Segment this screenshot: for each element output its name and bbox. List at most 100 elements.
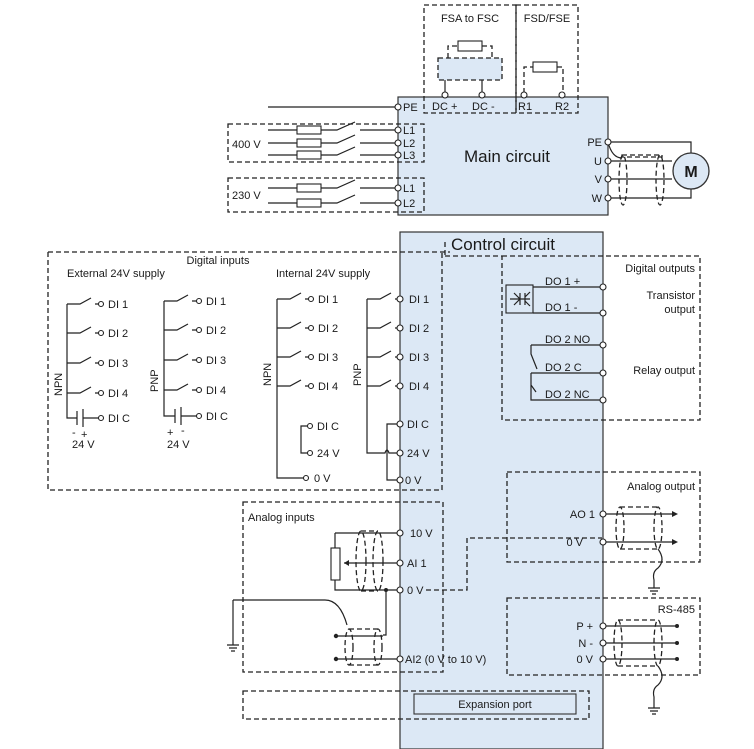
ext-npn-minus: - xyxy=(72,427,76,439)
int-npn-24v: 24 V xyxy=(317,448,340,460)
do2-nc-label: DO 2 NC xyxy=(545,389,590,401)
brake-module xyxy=(437,57,503,81)
ai2-label: AI2 (0 V to 10 V) xyxy=(405,654,486,666)
internal-supply-label: Internal 24V supply xyxy=(276,268,371,280)
ctrl-0v: 0 V xyxy=(405,475,422,487)
ext-npn-di1: DI 1 xyxy=(108,299,128,311)
expansion-group xyxy=(242,690,590,720)
digital-inputs-title: Digital inputs xyxy=(187,255,250,267)
terminal-400-l3 xyxy=(394,151,402,159)
ai-0v-label: 0 V xyxy=(407,585,424,597)
ext-pnp-dic: DI C xyxy=(206,411,228,423)
digital-outputs-group xyxy=(501,255,701,421)
terminal-dc-minus xyxy=(478,91,486,99)
digital-output-wiring xyxy=(530,286,602,401)
dc-wires xyxy=(444,80,483,93)
terminal-400-l1 xyxy=(394,126,402,134)
ext-npn-terminals xyxy=(97,300,105,422)
control-circuit-title: Control circuit xyxy=(451,235,555,254)
control-title-dash xyxy=(444,242,502,257)
terminal-400-l2 xyxy=(394,139,402,147)
int-npn-terminals xyxy=(302,295,315,482)
fsa-resistor xyxy=(457,40,483,52)
pe-label: PE xyxy=(403,102,418,114)
rs485-terminals xyxy=(599,622,607,663)
expansion-port-label: Expansion port xyxy=(458,699,531,711)
motor-u-label: U xyxy=(594,156,602,168)
ai-10v-label: 10 V xyxy=(410,528,433,540)
terminal-230-l2 xyxy=(394,199,402,207)
ext-pnp-di3: DI 3 xyxy=(206,355,226,367)
transistor-output-label-1: Transistor xyxy=(647,290,696,302)
terminal-ao1 xyxy=(599,510,607,518)
control-circuit-block xyxy=(399,231,604,749)
motor-v-label: V xyxy=(595,174,603,186)
ext-pnp-terminals xyxy=(195,297,203,420)
fsa-fsc-group xyxy=(423,4,517,114)
main-circuit-block xyxy=(397,96,609,216)
ctrl-di4: DI 4 xyxy=(409,381,429,393)
r2-label: R2 xyxy=(555,101,569,113)
int-npn-dic: DI C xyxy=(317,421,339,433)
external-npn-wiring xyxy=(66,297,99,427)
supply-230v-group xyxy=(227,177,425,213)
ext-pnp-di4: DI 4 xyxy=(206,385,226,397)
ctrl-di2: DI 2 xyxy=(409,323,429,335)
terminal-230-l1 xyxy=(394,184,402,192)
int-npn-di4: DI 4 xyxy=(318,381,338,393)
rs485-wiring xyxy=(603,619,679,715)
ext-npn-24v: 24 V xyxy=(72,439,95,451)
int-npn-di3: DI 3 xyxy=(318,352,338,364)
external-pnp-wiring xyxy=(163,294,197,425)
fsd-resistor xyxy=(532,61,558,73)
int-pnp-label: PNP xyxy=(352,363,364,386)
relay-output-label: Relay output xyxy=(633,365,695,377)
do1-plus-label: DO 1 + xyxy=(545,276,580,288)
ext-pnp-24v: 24 V xyxy=(167,439,190,451)
ext-pnp-plus: + xyxy=(167,427,173,439)
supply-400v-group xyxy=(227,123,425,163)
ao1-label: AO 1 xyxy=(570,509,595,521)
l1-400-label: L1 xyxy=(403,125,415,137)
digital-inputs-group xyxy=(47,251,450,491)
analog-output-title: Analog output xyxy=(627,481,695,493)
analog-output-wiring xyxy=(603,506,678,595)
rs485-0v-label: 0 V xyxy=(576,654,593,666)
fsa-resistor-wire xyxy=(447,45,493,58)
terminal-dc-plus xyxy=(441,91,449,99)
terminal-motor-w xyxy=(604,194,612,202)
int-npn-di1: DI 1 xyxy=(318,294,338,306)
ext-pnp-label: PNP xyxy=(149,369,161,392)
ext-npn-label: NPN xyxy=(53,373,65,396)
r1-label: R1 xyxy=(518,101,532,113)
ctrl-dic: DI C xyxy=(407,419,429,431)
supply-400v-label: 400 V xyxy=(232,139,261,151)
ext-npn-di3: DI 3 xyxy=(108,358,128,370)
transistor-output-label-2: output xyxy=(664,304,695,316)
ai-ao-ground-link xyxy=(426,537,602,591)
fsd-fse-group xyxy=(515,4,579,114)
analog-inputs-title: Analog inputs xyxy=(248,512,315,524)
expansion-port xyxy=(413,693,577,715)
do-terminals xyxy=(599,283,607,404)
control-di-terminals xyxy=(396,295,404,484)
terminal-r1 xyxy=(520,91,528,99)
do2-c-label: DO 2 C xyxy=(545,362,582,374)
optocoupler-icon xyxy=(505,284,534,314)
do2-no-label: DO 2 NO xyxy=(545,334,591,346)
l3-400-label: L3 xyxy=(403,150,415,162)
internal-pnp-wiring xyxy=(366,292,400,481)
terminal-r2 xyxy=(558,91,566,99)
terminal-motor-pe xyxy=(604,138,612,146)
ext-pnp-minus: - xyxy=(181,425,185,437)
ext-npn-plus: + xyxy=(81,429,87,441)
internal-npn-wiring xyxy=(276,292,309,479)
ext-npn-di2: DI 2 xyxy=(108,328,128,340)
supply-400v-wiring xyxy=(268,121,398,160)
ext-pnp-di2: DI 2 xyxy=(206,325,226,337)
l1-230-label: L1 xyxy=(403,183,415,195)
ctrl-24v: 24 V xyxy=(407,448,430,460)
motor-icon xyxy=(672,152,710,190)
motor-label: M xyxy=(684,164,697,181)
